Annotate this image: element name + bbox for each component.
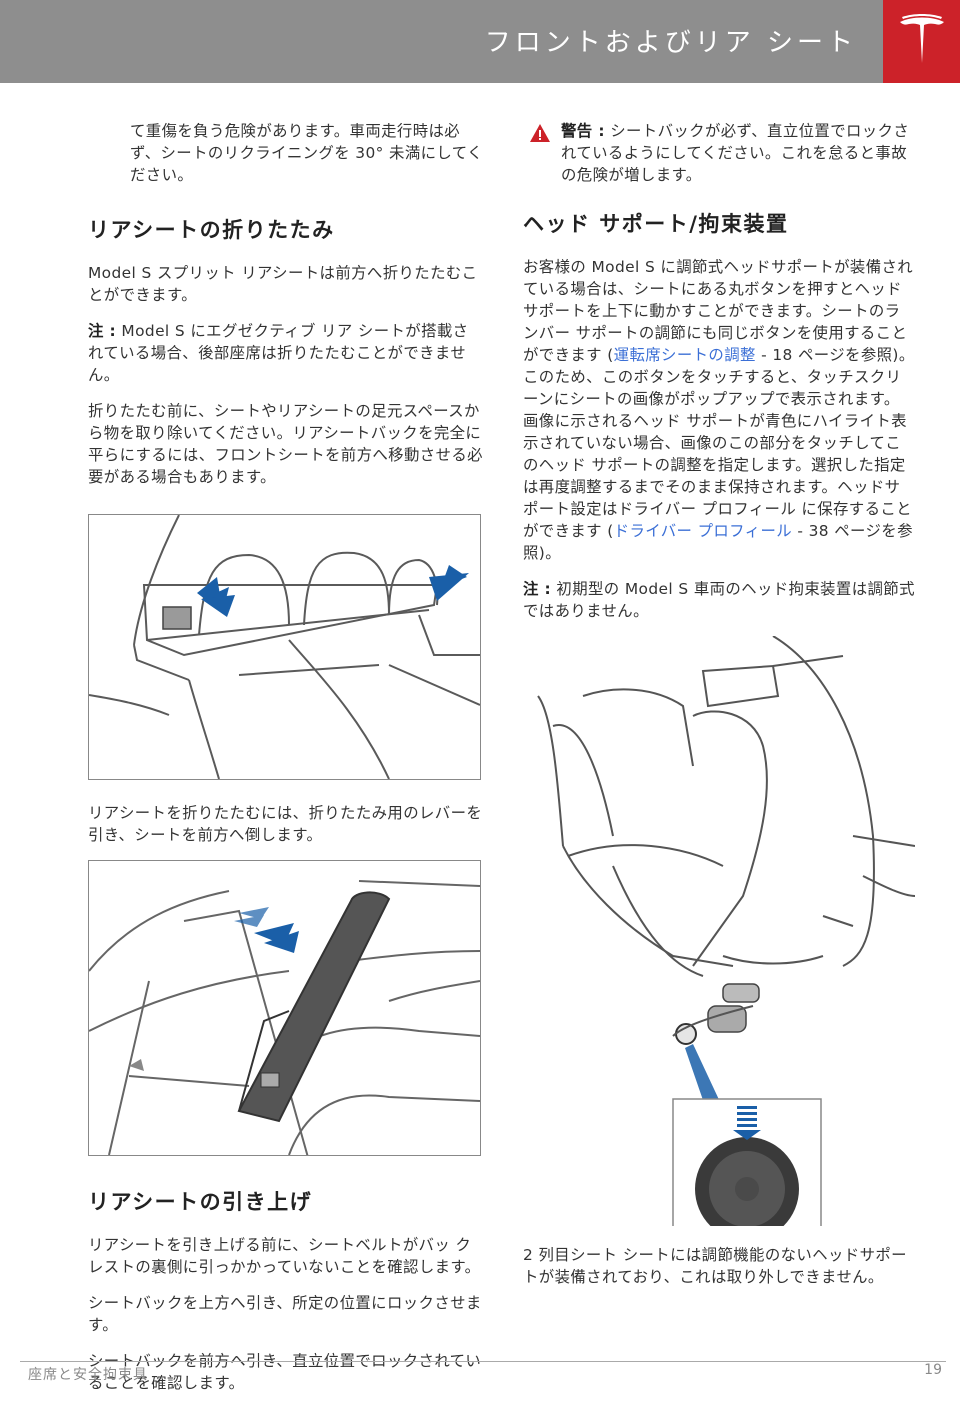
fold-figure-caption: リアシートを折りたたむには、折りたたみ用のレバーを引き、シートを前方へ倒します。	[88, 804, 483, 844]
fold-note: 注 : Model S にエグゼクティブ リア シートが搭載されている場合、後部…	[88, 320, 483, 386]
head-support-paragraph: お客様の Model S に調節式ヘッドサポートが装備されている場合は、シートに…	[523, 256, 915, 564]
note-text: 初期型の Model S 車両のヘッド拘束装置は調節式ではありません。	[523, 580, 915, 620]
head-support-figure	[523, 635, 916, 1275]
head-text-b: - 18 ページを参照)。このため、このボタンをタッチすると、タッチスクリーンに…	[523, 346, 915, 540]
note-label: 注 :	[523, 580, 552, 598]
footer-section: 座席と安全拘束具	[28, 1367, 148, 1383]
fold-seat-illustration	[89, 880, 480, 1155]
link-driver-seat-adjust[interactable]: 運転席シートの調整	[613, 346, 756, 364]
head-text-a: お客様の Model S に調節式ヘッドサポートが装備されている場合は、シートに…	[523, 258, 914, 364]
warning-block: 警告 : シートバックが必ず、直立位置でロックされているようにしてください。これ…	[523, 120, 915, 186]
raise-heading: リアシートの引き上げ	[88, 1190, 313, 1214]
warning-body: シートバックが必ず、直立位置でロックされているようにしてください。これを怠ると事…	[561, 122, 910, 184]
raise-paragraph-1: リアシートを引き上げる前に、シートベルトがバッ クレストの裏側に引っかかっていな…	[88, 1236, 481, 1276]
fold-lever-figure	[88, 514, 481, 780]
fold-lever-illustration	[89, 515, 480, 779]
page-number: 19	[924, 1362, 942, 1378]
note-text: Model S にエグゼクティブ リア シートが搭載されている場合、後部座席は折…	[88, 322, 469, 384]
head-note: 注 : 初期型の Model S 車両のヘッド拘束装置は調節式ではありません。	[523, 578, 915, 622]
right-column: 警告 : シートバックが必ず、直立位置でロックされているようにしてください。これ…	[523, 120, 916, 1302]
left-column: て重傷を負う危険があります。車両走行時は必ず、シートのリクライニングを 30° …	[88, 120, 483, 1408]
header-bar: フロントおよびリア シート	[0, 0, 883, 83]
raise-paragraph-2: シートバックを上方へ引き、所定の位置にロックさせます。	[88, 1294, 482, 1334]
note-label: 注 :	[88, 322, 117, 340]
fold-heading: リアシートの折りたたみ	[88, 218, 335, 242]
head-text-c: - 38 ページを参照)。	[523, 522, 913, 562]
page-header-title: フロントおよびリア シート	[484, 28, 857, 58]
tesla-logo-icon	[900, 14, 944, 63]
head-figure-caption: 2 列目シート シートには調節機能のないヘッドサポートが装備されており、これは取…	[523, 1246, 907, 1286]
fold-paragraph-2: 折りたたむ前に、シートやリアシートの足元スペースから物を取り除いてください。リア…	[88, 402, 483, 486]
head-support-heading: ヘッド サポート/拘束装置	[523, 212, 789, 236]
warning-text: 警告 : シートバックが必ず、直立位置でロックされているようにしてください。これ…	[561, 120, 915, 186]
front-seat-illustration	[537, 635, 916, 1275]
intro-paragraph: て重傷を負う危険があります。車両走行時は必ず、シートのリクライニングを 30° …	[130, 122, 483, 184]
link-driver-profile[interactable]: ドライバー プロフィール	[613, 522, 793, 540]
fold-seat-figure	[88, 860, 481, 1156]
brand-logo	[883, 0, 960, 83]
warning-label: 警告 :	[561, 122, 605, 140]
fold-paragraph-1: Model S スプリット リアシートは前方へ折りたたむことができます。	[88, 264, 478, 304]
footer-divider	[20, 1361, 946, 1362]
warning-icon	[530, 124, 550, 142]
